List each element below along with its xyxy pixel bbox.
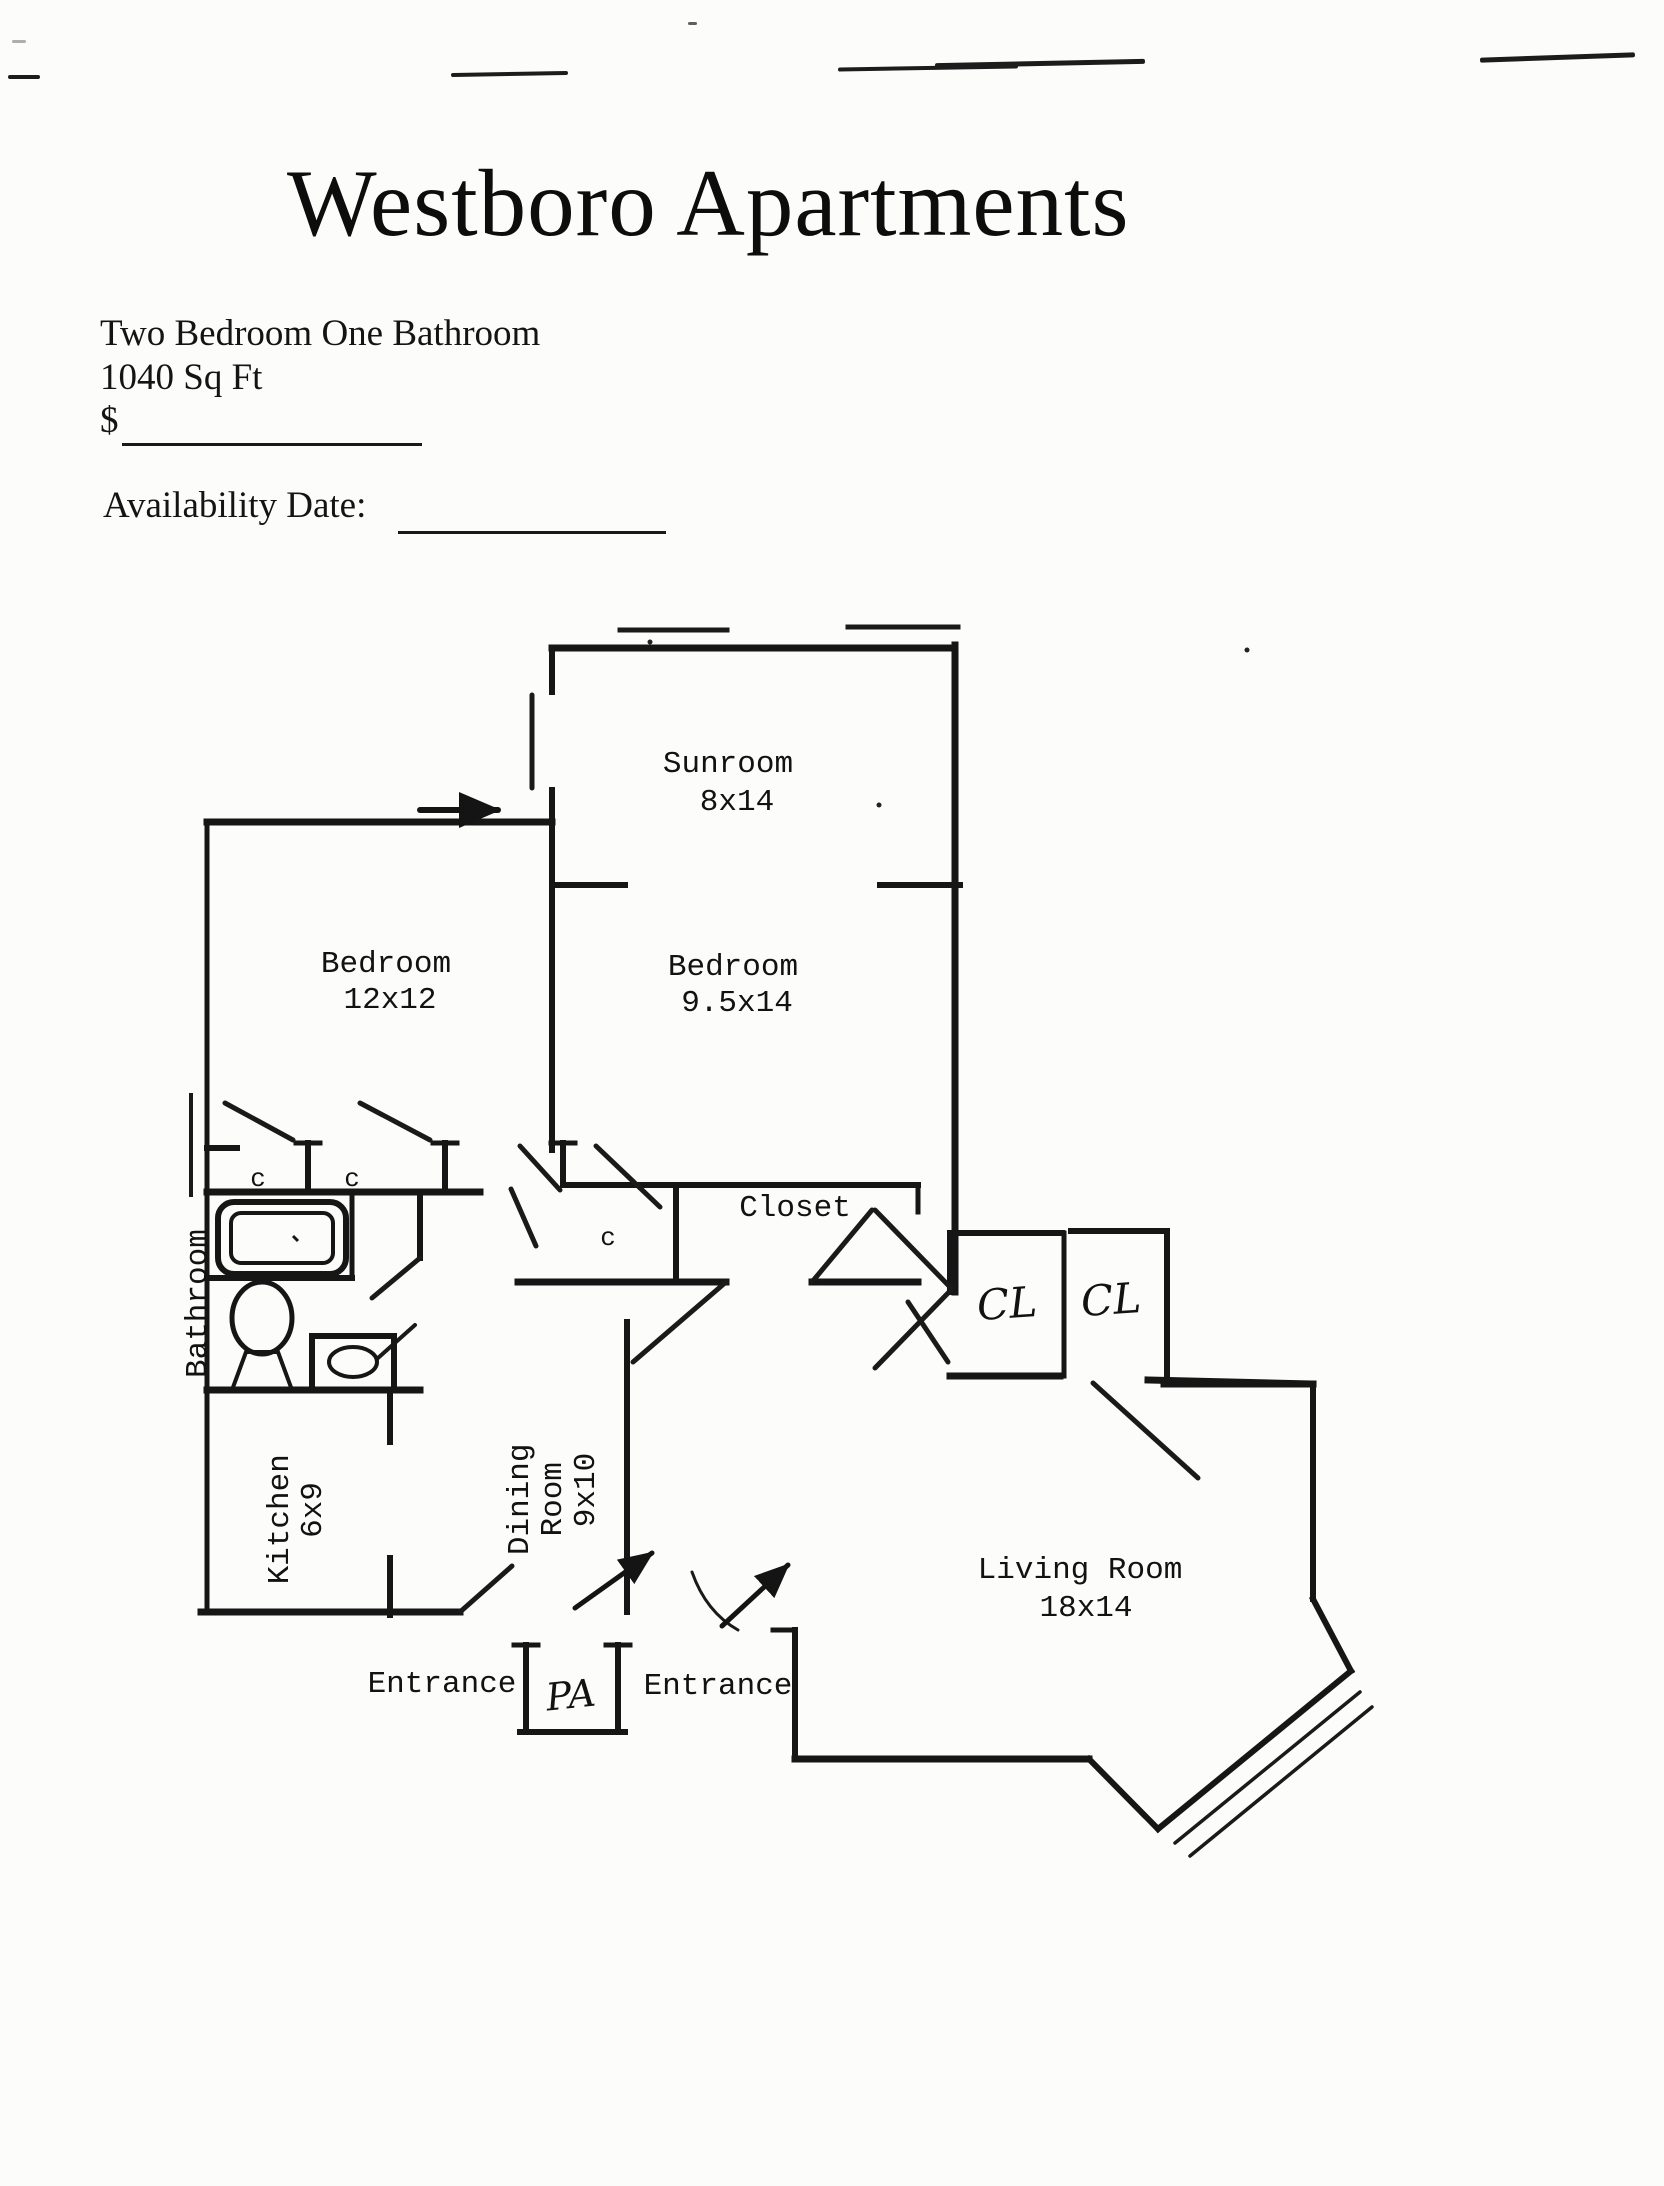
room-labels: Sunroom 8x14 Bedroom 12x12 Bedroom 9.5x1… bbox=[181, 747, 1182, 1720]
handwritten-closet-label-1: CL bbox=[975, 1277, 1038, 1330]
bedroom1-label: Bedroom bbox=[321, 947, 451, 982]
door-swing-arc bbox=[690, 1570, 740, 1632]
door-leaf bbox=[872, 1207, 954, 1291]
door-leaf bbox=[630, 1279, 729, 1365]
dining-line-1: Dining bbox=[503, 1443, 538, 1555]
living-room-label: Living Room bbox=[978, 1553, 1183, 1588]
door-leaf bbox=[357, 1100, 433, 1143]
sink-basin-icon bbox=[327, 1345, 379, 1379]
scan-dot bbox=[1244, 647, 1250, 653]
scan-artifact-dash bbox=[8, 75, 40, 79]
wall-living-notch bbox=[1084, 1754, 1163, 1834]
availability-label: Availability Date: bbox=[103, 485, 367, 526]
square-footage-text: 1040 Sq Ft bbox=[100, 357, 263, 398]
door-leaf bbox=[457, 1563, 515, 1615]
handwritten-note-pa: PA bbox=[543, 1671, 598, 1720]
bedroom2-label: Bedroom bbox=[668, 950, 798, 985]
sink-icon bbox=[309, 1333, 397, 1393]
door-swings bbox=[222, 692, 1201, 1632]
availability-underline bbox=[398, 531, 666, 534]
door-leaf bbox=[508, 1186, 539, 1249]
kitchen-dims: 6x9 bbox=[296, 1482, 331, 1538]
door-leaf bbox=[517, 1143, 563, 1193]
bathtub-inner-icon bbox=[229, 1211, 335, 1265]
scan-dot bbox=[876, 802, 882, 808]
door-leaf bbox=[809, 1207, 875, 1285]
bathroom-fixtures bbox=[215, 1199, 397, 1393]
scan-dot bbox=[647, 639, 653, 645]
entrance-label-right: Entrance bbox=[644, 1669, 793, 1704]
bathtub-speck bbox=[291, 1234, 300, 1243]
entrance-arrow-left bbox=[572, 1550, 655, 1611]
bathroom-label: Bathroom bbox=[181, 1229, 216, 1378]
toilet-base-icon bbox=[229, 1350, 295, 1392]
sunroom-label: Sunroom bbox=[663, 747, 793, 782]
direction-arrows bbox=[417, 792, 791, 1629]
window-marks bbox=[189, 624, 961, 1197]
price-underline bbox=[122, 443, 422, 446]
bedroom1-dims: 12x12 bbox=[343, 983, 436, 1018]
scan-artifact-speck bbox=[688, 22, 697, 25]
price-label: $ bbox=[100, 400, 119, 441]
scan-dots bbox=[647, 639, 1250, 808]
small-closet-label-2: c bbox=[344, 1164, 360, 1194]
sunroom-dims: 8x14 bbox=[700, 785, 774, 820]
door-leaf bbox=[1090, 1380, 1201, 1481]
door-leaf bbox=[872, 1287, 954, 1371]
bedroom2-dims: 9.5x14 bbox=[681, 986, 793, 1021]
door-leaf bbox=[222, 1100, 296, 1143]
small-closet-label-1: c bbox=[250, 1164, 266, 1194]
closet-label: Closet bbox=[739, 1191, 851, 1226]
entrance-label-left: Entrance bbox=[368, 1667, 517, 1702]
page-title: Westboro Apartments bbox=[287, 150, 1130, 256]
living-room-dims: 18x14 bbox=[1039, 1591, 1132, 1626]
walls bbox=[197, 641, 1356, 1834]
dining-line-2: Room bbox=[536, 1462, 571, 1536]
door-leaf bbox=[905, 1299, 951, 1365]
small-closet-label-3: c bbox=[600, 1223, 616, 1253]
patio-line bbox=[1188, 1705, 1374, 1858]
wall-living-bay-upper bbox=[1308, 1594, 1356, 1676]
toilet-bowl-icon bbox=[229, 1279, 295, 1357]
patio-door-lines bbox=[1173, 1690, 1374, 1858]
bathtub-icon bbox=[215, 1199, 349, 1277]
wall-living-bay-lower bbox=[1153, 1666, 1356, 1834]
door-leaf bbox=[369, 1255, 423, 1301]
wall-cl-bottom-right bbox=[1144, 1376, 1317, 1388]
patio-line bbox=[1173, 1690, 1362, 1845]
kitchen-name: Kitchen bbox=[263, 1454, 298, 1584]
unit-type-text: Two Bedroom One Bathroom bbox=[100, 313, 541, 354]
scan-artifact-speck bbox=[12, 40, 26, 43]
dining-room-label: Dining Room 9x10 bbox=[503, 1425, 604, 1555]
handwritten-closet-label-2: CL bbox=[1079, 1273, 1142, 1326]
kitchen-label: Kitchen 6x9 bbox=[263, 1436, 331, 1585]
door-leaf bbox=[593, 1143, 663, 1210]
entrance-arrow-right bbox=[719, 1562, 791, 1629]
dining-line-3: 9x10 bbox=[569, 1453, 604, 1527]
